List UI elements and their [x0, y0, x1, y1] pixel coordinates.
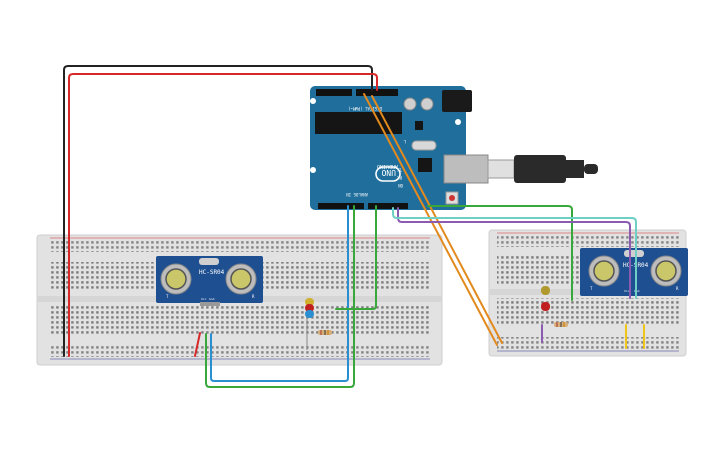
wire-orange-b [371, 95, 503, 344]
wire-green-right [427, 205, 573, 301]
wire-red-short [194, 332, 201, 357]
svg-text:R: R [252, 294, 255, 299]
atmega-chip [315, 112, 402, 134]
rx-label: RX [397, 175, 402, 180]
power-jack[interactable] [442, 90, 472, 112]
wire-purple [397, 207, 631, 299]
wires[interactable] [63, 65, 645, 388]
led-stack-left[interactable] [305, 298, 314, 350]
resistor-left[interactable] [318, 330, 332, 335]
svg-text:T: T [166, 294, 169, 299]
usb-port[interactable] [443, 154, 489, 184]
arduino-uno-board[interactable]: UNO ARDUINO DIGITAL (PWM~) ANALOG IN TX … [310, 86, 489, 210]
brand-label: ARDUINO [377, 163, 398, 169]
ultrasonic-sensor-left[interactable]: HC-SR04 T R Vcc Gnd [156, 256, 263, 306]
svg-text:R: R [676, 286, 679, 291]
on-label: ON [398, 183, 403, 188]
digital-header-label: DIGITAL (PWM~) [348, 106, 382, 111]
wire-black-gnd [63, 65, 373, 357]
resistor-right[interactable] [554, 322, 568, 327]
svg-text:T: T [590, 286, 593, 291]
l-label: L [403, 139, 406, 144]
wire-orange-a [363, 93, 498, 346]
usb-cable[interactable] [487, 155, 598, 183]
arduino-logo: UNO [375, 166, 401, 182]
svg-text:Vcc: Vcc [201, 297, 207, 301]
svg-text:UNO: UNO [381, 168, 396, 177]
svg-text:Gnd: Gnd [209, 297, 215, 301]
led-stack-right[interactable] [541, 286, 550, 311]
wire-blue-left [210, 205, 349, 382]
sensor-left-model: HC-SR04 [199, 269, 225, 276]
svg-text:Vcc: Vcc [624, 289, 630, 293]
tx-label: TX [397, 167, 402, 172]
wire-teal [392, 207, 637, 299]
wire-green-led [335, 205, 377, 310]
ultrasonic-sensor-right[interactable]: HC-SR04 T R Vcc Gnd [580, 248, 688, 296]
analog-header-label: ANALOG IN [346, 192, 368, 197]
wire-green-left [205, 205, 355, 388]
wire-red-5v [68, 73, 378, 357]
